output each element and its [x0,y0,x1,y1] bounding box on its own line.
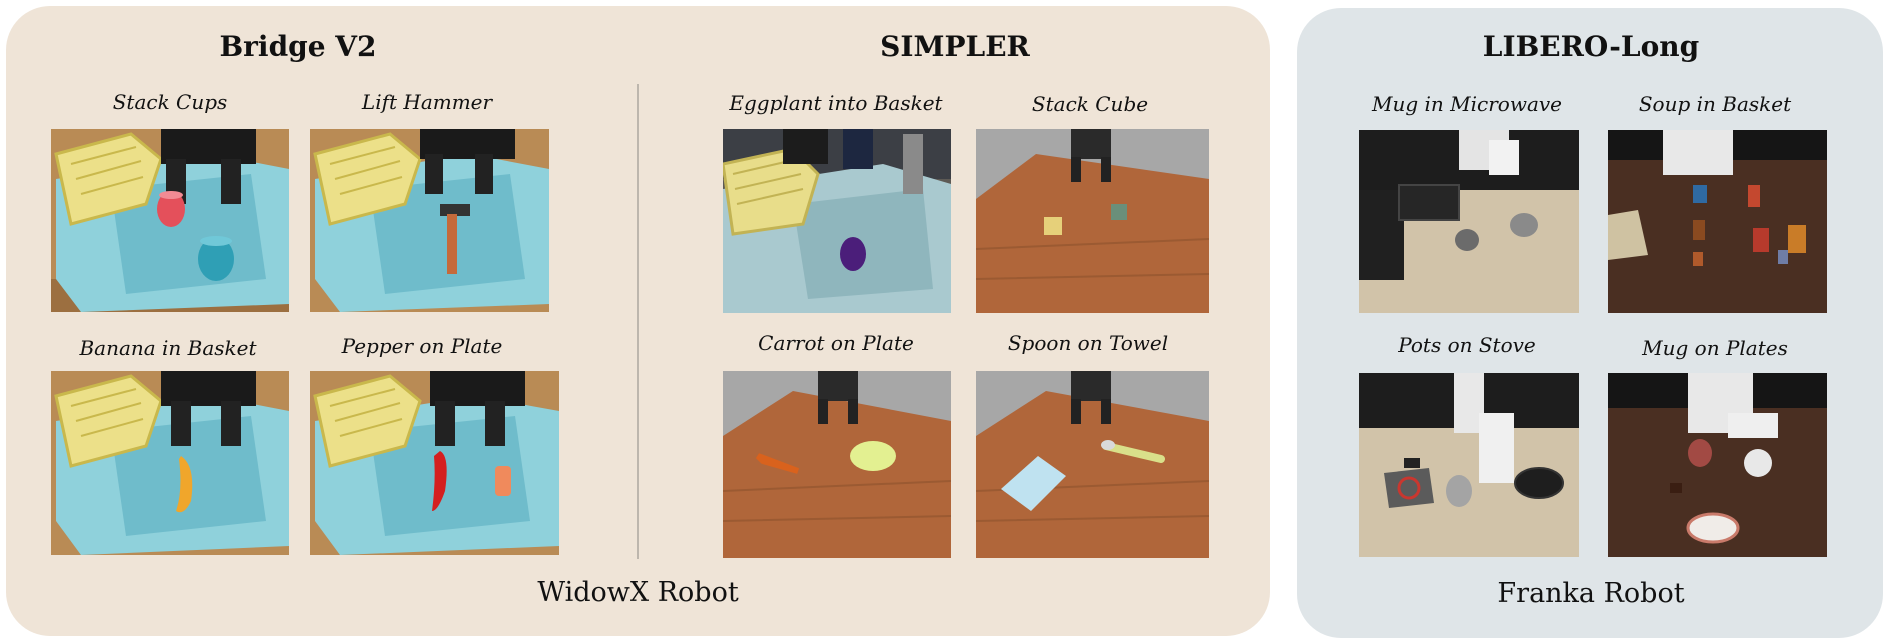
task-label-spoon-on-towel: Spoon on Towel [1007,331,1169,355]
scene-pots-on-stove [1359,373,1579,557]
scene-lift-hammer [310,129,549,312]
task-label-lift-hammer: Lift Hammer [361,90,493,114]
scene-mug-in-microwave [1359,130,1579,313]
scene-pepper-on-plate [310,371,559,555]
robot-label-widowx: WidowX Robot [537,577,739,608]
task-label-soup-in-basket: Soup in Basket [1638,92,1792,116]
bridge-v2-title: Bridge V2 [219,30,377,63]
libero-long-title: LIBERO-Long [1482,30,1700,63]
scene-banana-in-basket [51,371,289,555]
scene-carrot-on-plate [723,371,951,558]
task-label-mug-on-plates: Mug on Plates [1642,336,1788,360]
task-label-banana-in-basket: Banana in Basket [79,336,257,360]
task-label-pots-on-stove: Pots on Stove [1398,333,1536,357]
robot-label-franka: Franka Robot [1497,578,1685,609]
scene-stack-cube [976,129,1209,313]
scene-mug-on-plates [1608,373,1827,557]
task-label-stack-cups: Stack Cups [112,90,228,114]
task-label-stack-cube: Stack Cube [1031,92,1149,116]
scene-stack-cups [51,129,289,312]
task-label-eggplant-into-basket: Eggplant into Basket [729,91,943,115]
section-divider [637,84,639,559]
task-label-mug-in-microwave: Mug in Microwave [1371,92,1563,116]
task-label-carrot-on-plate: Carrot on Plate [758,331,914,355]
scene-eggplant-into-basket [723,129,951,313]
task-label-pepper-on-plate: Pepper on Plate [341,334,503,358]
simpler-title: SIMPLER [880,30,1030,63]
scene-spoon-on-towel [976,371,1209,558]
scene-soup-in-basket [1608,130,1827,313]
